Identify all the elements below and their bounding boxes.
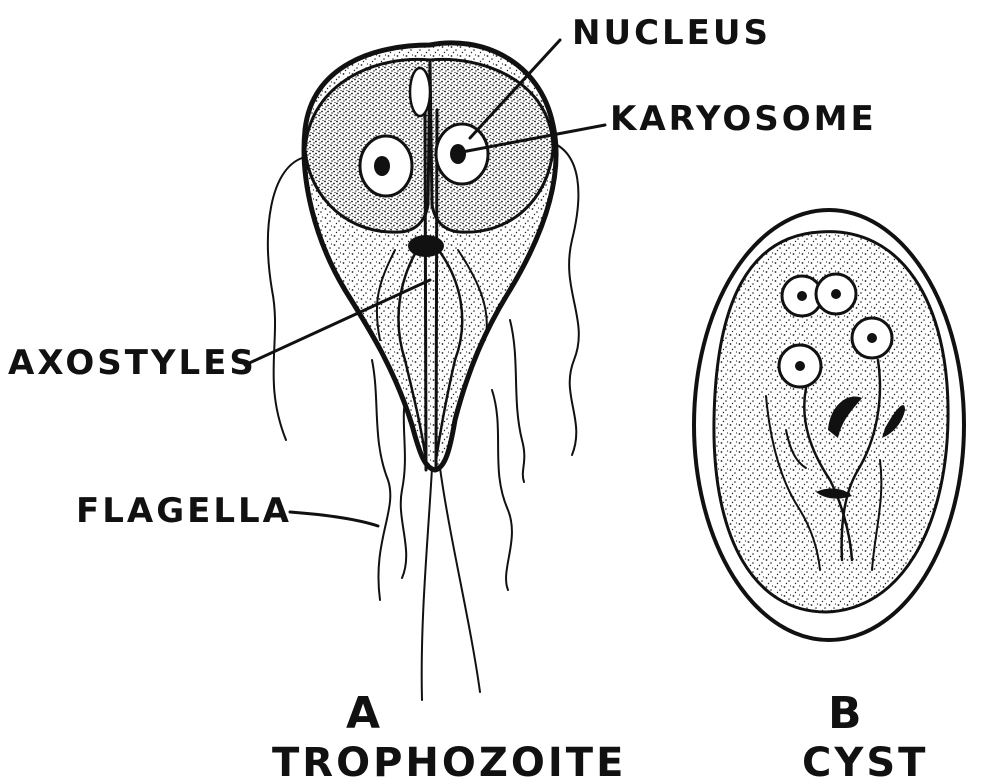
cyst-drawing (694, 210, 964, 640)
label-karyosome: KARYOSOME (610, 99, 877, 139)
trophozoite-drawing (268, 43, 579, 700)
label-nucleus: NUCLEUS (572, 13, 771, 53)
nucleus-right (436, 124, 488, 184)
panel-a-caption: TROPHOZOITE (272, 740, 626, 779)
panel-b-caption: CYST (802, 740, 928, 779)
label-axostyles: AXOSTYLES (8, 343, 257, 383)
median-body (408, 235, 444, 257)
panel-a-letter: A (346, 688, 380, 739)
nucleus-left (360, 136, 412, 196)
label-flagella: FLAGELLA (76, 491, 292, 531)
panel-b-letter: B (828, 688, 862, 739)
